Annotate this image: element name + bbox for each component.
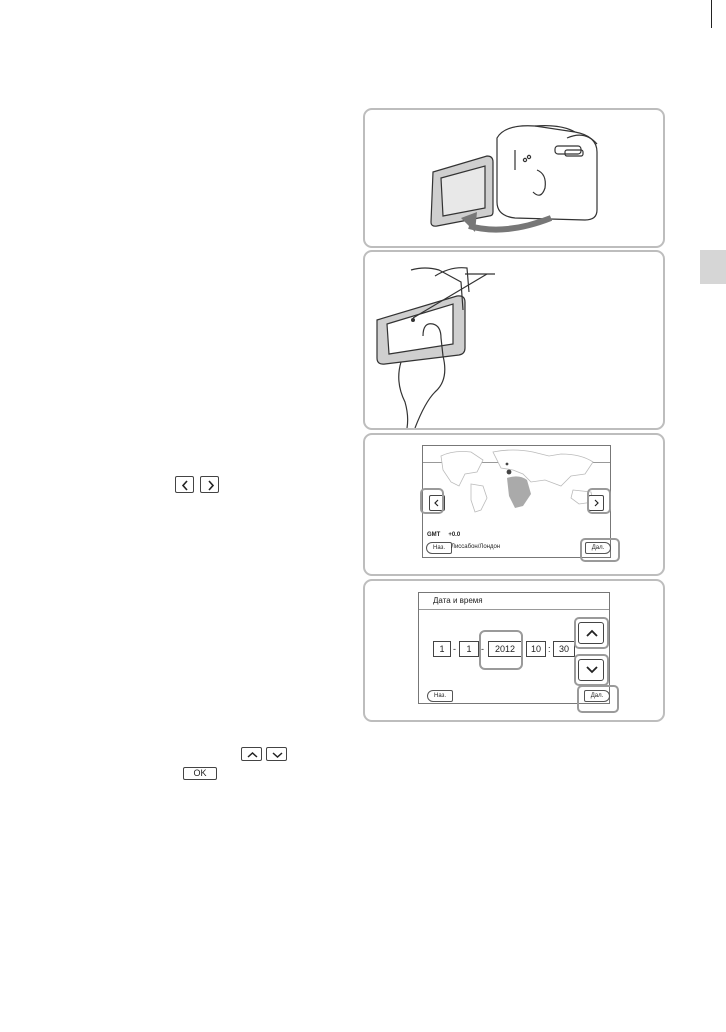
area-setting-screen: GMT +0.0 Наз. Лиссабон/Лондон Дал. xyxy=(422,445,611,558)
world-map xyxy=(440,449,594,513)
highlight-left-arrow xyxy=(420,488,444,514)
highlight-right-arrow xyxy=(587,488,611,514)
inline-right-button xyxy=(200,476,219,493)
back-button[interactable]: Наз. xyxy=(427,690,453,702)
inline-ok-button: OK xyxy=(183,767,217,780)
highlight-next-button xyxy=(577,685,619,713)
gmt-readout: GMT +0.0 xyxy=(427,532,468,538)
chevron-left-icon xyxy=(434,499,439,507)
gmt-label: GMT xyxy=(427,532,441,538)
illustration-area-setting: GMT +0.0 Наз. Лиссабон/Лондон Дал. xyxy=(363,433,665,576)
next-button[interactable]: Дал. xyxy=(585,542,611,554)
inline-down-button xyxy=(266,747,287,761)
minute-field[interactable]: 30 xyxy=(553,641,575,657)
screen-title: Дата и время xyxy=(419,593,609,610)
inline-up-button xyxy=(241,747,262,761)
illustration-date-time: Дата и время 1 - 1 - 2012 10 : 30 Наз. Д… xyxy=(363,579,665,722)
down-button[interactable] xyxy=(578,659,604,681)
camcorder-illustration xyxy=(430,125,598,233)
city-name: Лиссабон/Лондон xyxy=(451,544,501,550)
highlight-down-button xyxy=(574,654,609,686)
chevron-right-icon xyxy=(208,480,215,491)
gmt-offset: +0.0 xyxy=(448,532,461,538)
illustration-open-lcd xyxy=(363,108,665,248)
up-button[interactable] xyxy=(578,622,604,644)
hand-touch-illustration xyxy=(376,267,495,428)
chevron-down-icon xyxy=(272,752,283,759)
highlight-year-field xyxy=(479,630,523,670)
day-field[interactable]: 1 xyxy=(459,641,479,657)
back-button[interactable]: Наз. xyxy=(426,542,452,554)
chevron-left-icon xyxy=(181,480,188,491)
time-separator: : xyxy=(548,644,551,654)
map-left-button[interactable] xyxy=(429,495,445,511)
chevron-up-icon xyxy=(586,629,598,637)
chevron-down-icon xyxy=(586,666,598,674)
hour-field[interactable]: 10 xyxy=(526,641,546,657)
chevron-up-icon xyxy=(247,751,258,758)
chapter-tab xyxy=(700,250,726,284)
highlight-next-button xyxy=(580,538,620,562)
year-field[interactable]: 2012 xyxy=(488,641,522,657)
month-field[interactable]: 1 xyxy=(433,641,451,657)
chevron-right-icon xyxy=(594,499,599,507)
page-top-rule xyxy=(711,0,712,28)
illustration-touch-screen xyxy=(363,250,665,430)
next-button[interactable]: Дал. xyxy=(584,690,610,702)
date-separator: - xyxy=(453,644,456,654)
inline-left-button xyxy=(175,476,194,493)
highlight-up-button xyxy=(574,617,609,649)
date-separator: - xyxy=(481,644,484,654)
